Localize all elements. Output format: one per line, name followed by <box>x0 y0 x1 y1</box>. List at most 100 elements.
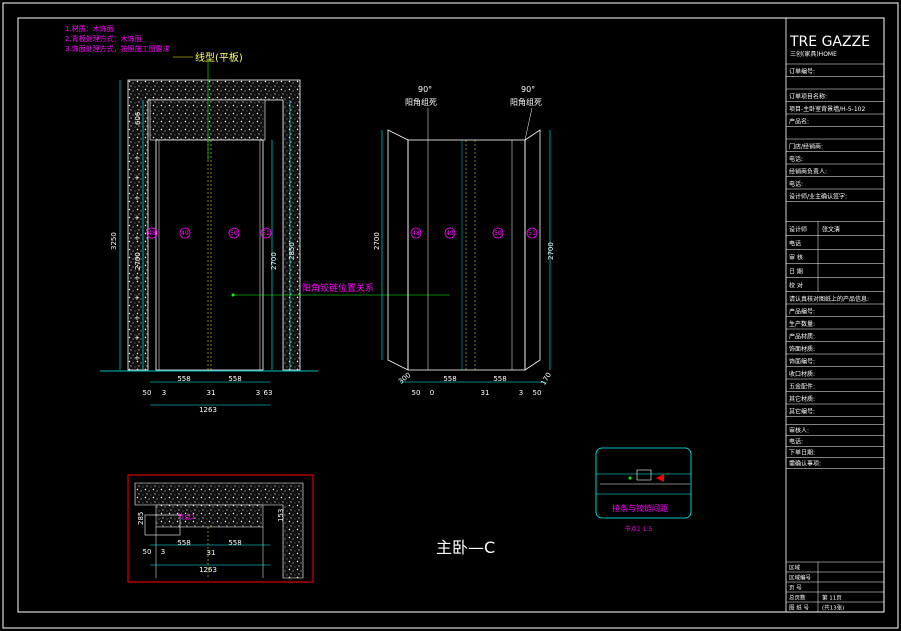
front-top-section: 606 <box>134 111 142 125</box>
tb-row-7: 电话: <box>789 155 803 163</box>
side-panel-50: 50 <box>494 230 502 237</box>
tb-info-1: 产品编号: <box>789 308 815 316</box>
tb-mid-left-4: 校 对 <box>789 282 803 290</box>
svg-text:+: + <box>134 334 140 342</box>
front-panel-48: 48 <box>148 230 156 237</box>
side-w-2: 558 <box>443 375 456 383</box>
front-total-width: 1263 <box>199 406 217 414</box>
front-w-2: 558 <box>177 375 190 383</box>
detail-w-3: 31 <box>207 549 216 557</box>
angle-right: 90° <box>521 85 535 94</box>
tb-info-6: 收口材质: <box>789 370 815 378</box>
side-w-5: 3 <box>519 389 523 397</box>
front-height-right: 2700 <box>270 252 278 270</box>
front-w-4: 558 <box>228 375 241 383</box>
svg-text:+: + <box>134 294 140 302</box>
svg-text:+: + <box>134 314 140 322</box>
side-angle-right: 170 <box>539 371 553 387</box>
tb-row-0: 订单编号: <box>789 68 815 76</box>
relation-label: 阳角铰链位置关系 <box>302 282 374 294</box>
tb-bottom-3: 需确认事项: <box>789 460 821 468</box>
side-w-6: 50 <box>533 389 542 397</box>
tb-info-8: 其它材质: <box>789 395 815 403</box>
side-panel-51: 51 <box>528 230 536 237</box>
tb-foot-right-4: (共13张) <box>822 604 844 612</box>
detail-box: 节点1 285 153 50 3 558 31 558 1263 <box>127 474 314 583</box>
front-w-5: 3 <box>256 389 260 397</box>
detail-w-4: 558 <box>228 539 241 547</box>
tb-info-2: 生产数量: <box>789 320 815 328</box>
tb-row-6: 门店/经销商: <box>789 143 823 151</box>
title-block: TRE GAZZE 三创(家具)HOME 订单编号: 订单项目名称: 项目-主卧室背… <box>785 17 885 613</box>
side-panel-48: 48 <box>412 230 420 237</box>
svg-text:+: + <box>134 174 140 182</box>
tb-info-4: 饰面材质: <box>789 345 815 353</box>
front-w-0: 50 <box>143 389 152 397</box>
tb-row-10: 设计师/业主确认签字: <box>789 193 847 201</box>
top-label: 线型(平板) <box>195 51 243 64</box>
front-elevation: + + + + + + + + + + + 3250 2700 606 2700 2850 4… <box>100 60 318 414</box>
front-w-3: 31 <box>207 389 216 397</box>
node-detail: 拉条与铰链间距 节点1 1:5 <box>595 447 692 533</box>
tb-info-5: 饰面编号: <box>789 358 815 366</box>
tb-mid-left-0: 设计师 <box>789 226 807 234</box>
tb-foot-left-2: 页 号 <box>789 585 802 592</box>
side-height-right: 2700 <box>547 242 555 260</box>
note-3: 3.饰面处理方式，按照施工图要求 <box>65 44 170 53</box>
side-panel-49: 49 <box>446 230 454 237</box>
tb-info-9: 其它编号: <box>789 408 815 416</box>
front-height-right-outer: 2850 <box>288 242 296 260</box>
tb-row-3: 项目-主卧室背景墙/H-5-102 <box>789 105 865 113</box>
angle-left-label: 阳角组死 <box>405 97 437 107</box>
note-2: 2.背板处理方式：木饰面 <box>65 34 142 43</box>
side-w-4: 558 <box>493 375 506 383</box>
tb-mid-left-2: 审 核 <box>789 254 803 262</box>
svg-text:+: + <box>134 274 140 282</box>
tb-bottom-1: 电话: <box>789 438 803 446</box>
side-elevation: 48 49 50 51 90° 阳角组死 90° 阳角组死 2700 2700 … <box>373 85 555 397</box>
svg-text:+: + <box>134 234 140 242</box>
tb-foot-right-3: 第 11页 <box>822 594 842 602</box>
logo: TRE GAZZE <box>789 34 870 50</box>
svg-text:+: + <box>134 154 140 162</box>
tb-row-8: 经销商负责人: <box>789 168 827 176</box>
tb-bottom-2: 下单日期: <box>789 449 815 457</box>
svg-text:+: + <box>134 254 140 262</box>
tb-row-4: 产品名: <box>789 118 809 126</box>
tb-info-7: 五金配件: <box>789 383 815 391</box>
front-height-total: 3250 <box>110 232 118 250</box>
logo-sub: 三创(家具)HOME <box>790 50 837 58</box>
side-w-0: 50 <box>412 389 421 397</box>
node-label: 拉条与铰链间距 <box>612 503 668 513</box>
detail-w-0: 50 <box>143 548 152 556</box>
front-height-panel: 2700 <box>134 252 142 270</box>
front-panel-51: 51 <box>262 230 270 237</box>
side-height-left: 2700 <box>373 232 381 250</box>
tb-foot-left-1: 区域编号 <box>789 574 812 582</box>
side-w-1: 0 <box>430 389 434 397</box>
tb-foot-left-3: 总页数 <box>789 594 806 602</box>
side-w-3: 31 <box>481 389 490 397</box>
front-w-1: 3 <box>162 389 166 397</box>
tb-foot-left-0: 区域 <box>789 564 801 572</box>
tb-mid-left-1: 电话 <box>789 240 801 248</box>
detail-w-1: 3 <box>161 548 165 556</box>
room-title: 主卧—C <box>436 538 495 557</box>
svg-text:+: + <box>134 354 140 362</box>
tb-foot-left-4: 图 纸 号 <box>789 604 809 612</box>
tb-mid-right-0: 张文清 <box>822 226 840 234</box>
notes-block: 1.材质：木饰面 2.背板处理方式：木饰面 3.饰面处理方式，按照施工图要求 <box>65 24 170 53</box>
tb-bottom-0: 审核人: <box>789 427 809 435</box>
tb-row-9: 电话: <box>789 180 803 188</box>
tb-mid-left-3: 日 期 <box>789 268 803 276</box>
detail-total-width: 1263 <box>199 566 217 574</box>
tb-info-3: 产品材质: <box>789 333 815 341</box>
side-angle-left: 300 <box>397 371 412 386</box>
svg-text:+: + <box>134 214 140 222</box>
detail-left-dim: 285 <box>137 512 145 525</box>
front-panel-49: 49 <box>181 230 189 237</box>
svg-text:+: + <box>134 194 140 202</box>
tb-row-2: 订单项目名称: <box>789 93 827 101</box>
